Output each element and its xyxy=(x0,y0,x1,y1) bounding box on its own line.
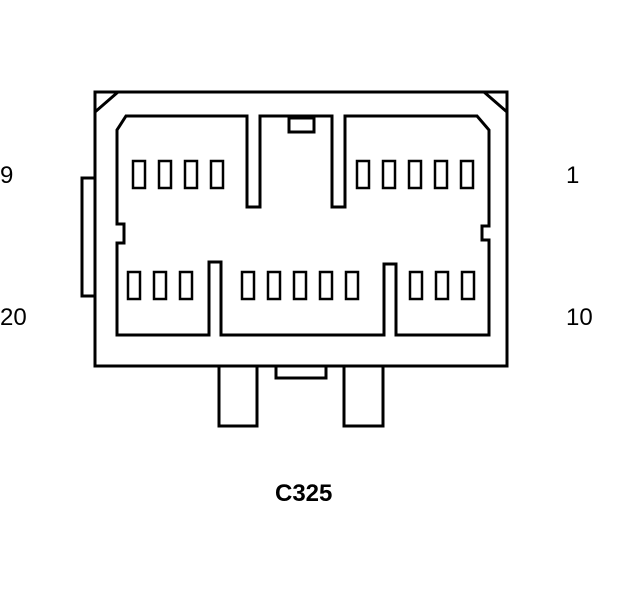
pin-cavity-top-right-2 xyxy=(381,159,397,190)
pin-cavity-bottom-middle-3 xyxy=(292,270,308,301)
pin-cavity-top-right-1 xyxy=(355,159,371,190)
pin-cavity-top-right-3 xyxy=(407,159,423,190)
pin-cavity-bottom-middle-5 xyxy=(344,270,360,301)
top-left-chamfer xyxy=(93,90,119,116)
pin-cavity-bottom-right-2 xyxy=(434,270,450,301)
top-key-notch xyxy=(287,116,316,134)
pin-cavity-bottom-middle-4 xyxy=(318,270,334,301)
pin-cavity-bottom-left-1 xyxy=(126,270,142,301)
pin-cavities xyxy=(126,159,476,301)
pin-cavity-top-right-4 xyxy=(433,159,449,190)
pin-label-top-left: 9 xyxy=(0,162,14,189)
pin-label-bottom-right: 10 xyxy=(566,304,593,331)
top-right-chamfer xyxy=(483,90,509,116)
pin-cavity-top-left-2 xyxy=(157,159,173,190)
pin-label-top-right: 1 xyxy=(566,162,580,189)
bottom-left-leg xyxy=(217,366,259,428)
pin-cavity-bottom-left-2 xyxy=(152,270,168,301)
pin-cavity-top-left-1 xyxy=(131,159,147,190)
left-lock-tab xyxy=(80,176,97,298)
pin-label-bottom-left: 20 xyxy=(0,304,27,331)
connector-name: C325 xyxy=(275,480,333,507)
pin-cavity-bottom-right-1 xyxy=(408,270,424,301)
pin-cavity-bottom-middle-2 xyxy=(266,270,282,301)
pin-cavity-bottom-left-3 xyxy=(178,270,194,301)
pin-cavity-bottom-right-3 xyxy=(460,270,476,301)
inner-cavity-outline xyxy=(115,114,491,337)
bottom-latch xyxy=(274,366,328,380)
pin-cavity-top-right-5 xyxy=(459,159,475,190)
pin-cavity-top-left-4 xyxy=(209,159,225,190)
bottom-right-leg xyxy=(342,366,385,428)
pin-cavity-bottom-middle-1 xyxy=(240,270,256,301)
pin-cavity-top-left-3 xyxy=(183,159,199,190)
